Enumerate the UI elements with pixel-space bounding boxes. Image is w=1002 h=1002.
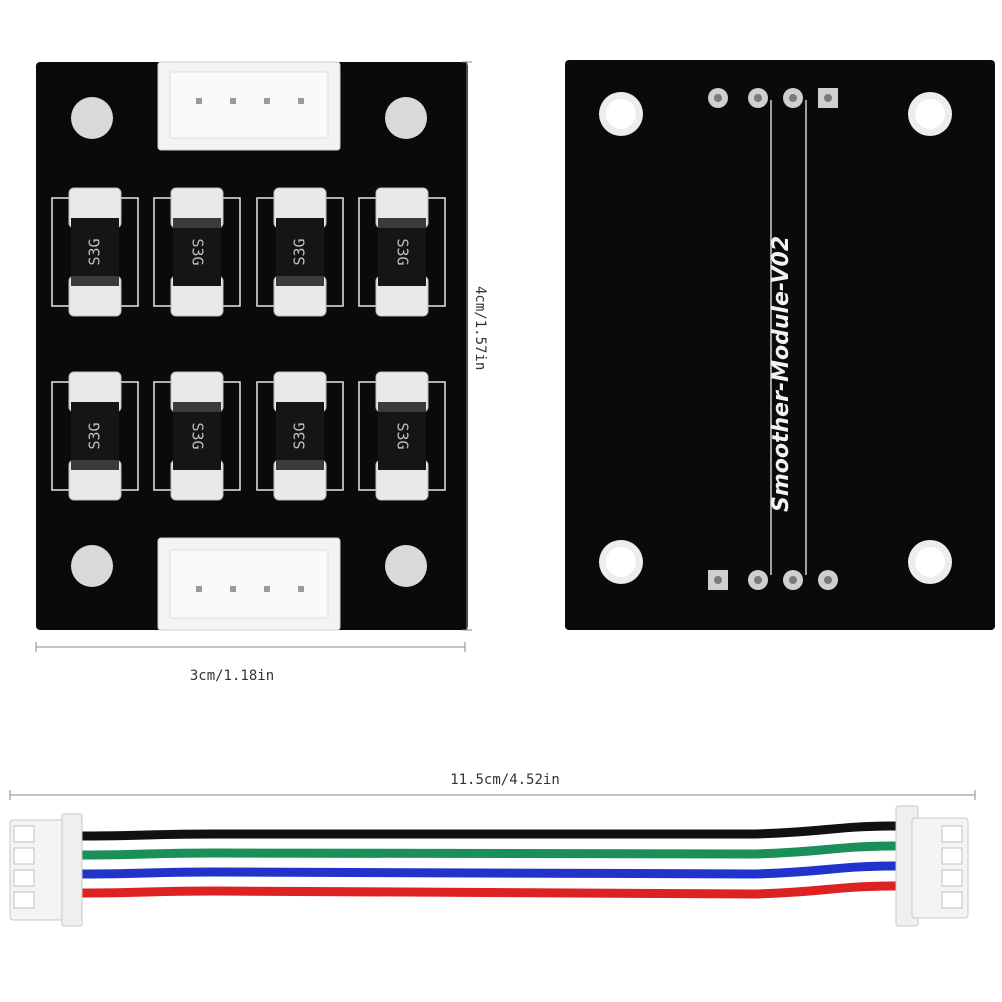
top-pads [708,88,838,108]
smd-diode: S3G [273,187,327,317]
right-plug [895,805,969,927]
mounting-hole [385,97,427,139]
cable-length-label: 11.5cm/4.52in [450,772,560,788]
cable-wires [77,821,901,899]
cable-wire [77,881,901,899]
mounting-hole [71,545,113,587]
cable-length-dimension [9,790,976,800]
width-label: 3cm/1.18in [190,668,274,684]
front-pcb [36,62,468,630]
smd-diode: S3G [375,371,429,501]
smd-diode: S3G [273,371,327,501]
diode-group: S3G S3G S3G S3G S3G S3G S3G S3G [68,187,429,501]
module-silkscreen-label: Smoother-Module-V02 [769,236,794,512]
smd-diode: S3G [170,187,224,317]
diode-marking: S3G [86,238,104,265]
back-pcb [565,60,995,630]
diode-marking: S3G [394,238,412,265]
top-connector [157,61,341,151]
front-board: S3G S3G S3G S3G S3G S3G S3G S3G [36,61,468,631]
width-dimension [35,642,466,652]
diode-marking: S3G [86,422,104,449]
smd-diode: S3G [170,371,224,501]
diode-marking: S3G [189,238,207,265]
mounting-hole [71,97,113,139]
height-dimension [462,61,472,631]
mounting-hole [385,545,427,587]
diode-marking: S3G [189,422,207,449]
back-board: Smoother-Module-V02 [565,60,995,630]
diode-marking: S3G [291,422,309,449]
smd-diode: S3G [68,371,122,501]
diode-marking: S3G [394,422,412,449]
left-plug [9,813,83,927]
smd-diode: S3G [375,187,429,317]
diode-marking: S3G [291,238,309,265]
cable-wire [77,821,901,841]
bottom-pads [708,570,838,590]
bottom-connector [157,537,341,631]
height-label: 4cm/1.57in [472,286,488,370]
cable-wire [77,841,901,860]
cable-wire [77,861,901,879]
smd-diode: S3G [68,187,122,317]
traces [770,100,807,575]
